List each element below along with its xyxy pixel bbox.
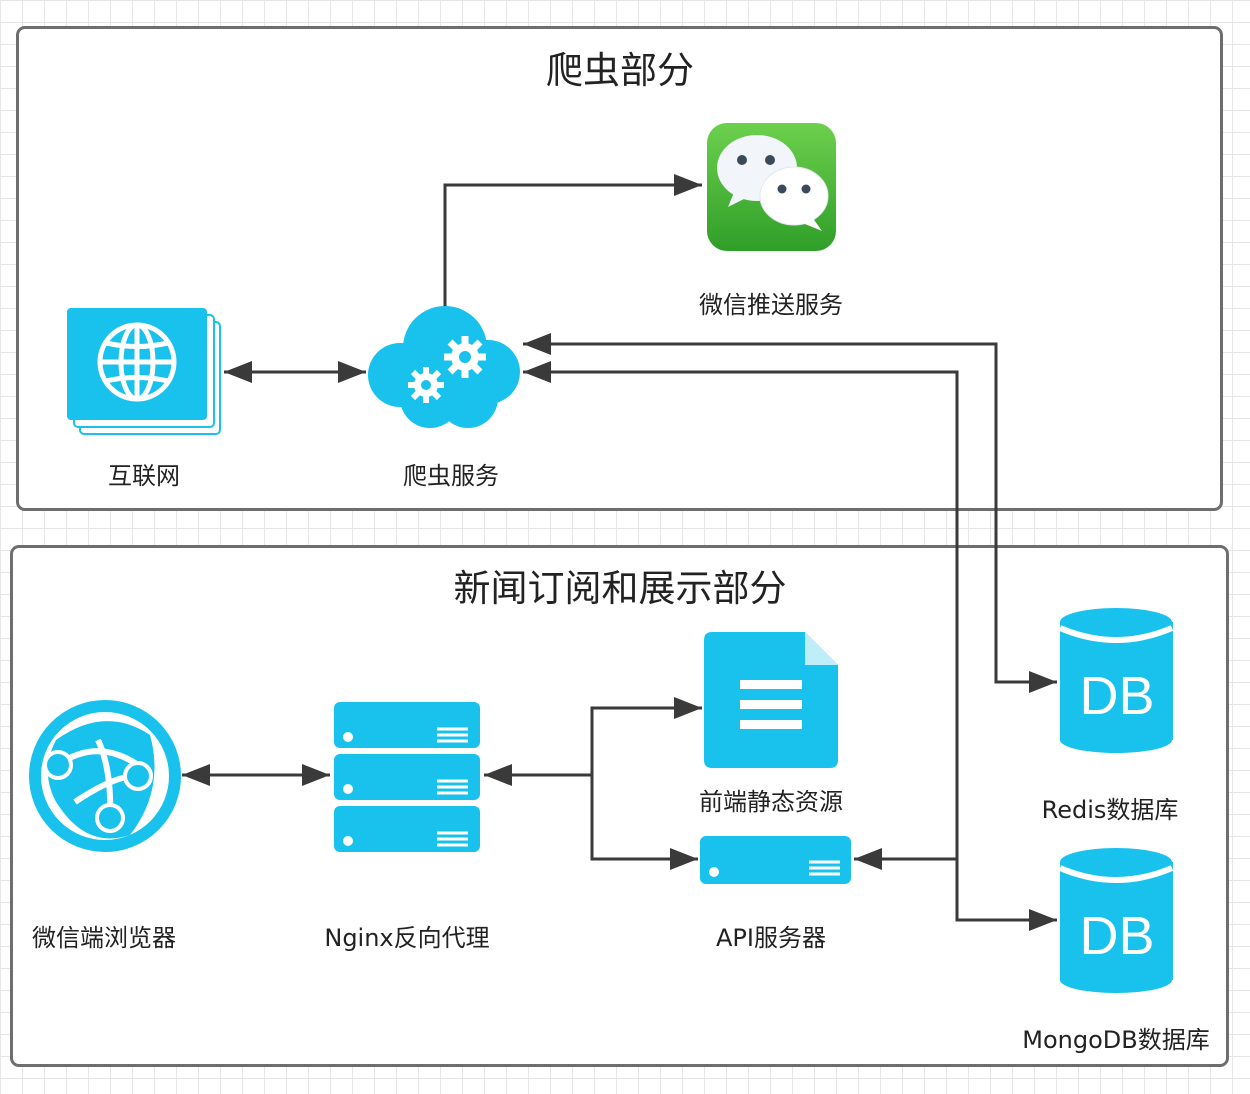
nginx-label: Nginx反向代理 <box>324 924 490 952</box>
api-server-label: API服务器 <box>716 924 826 952</box>
mongodb-db-text: DB <box>1079 906 1154 966</box>
wechat-icon <box>707 123 836 251</box>
connector-branch-static <box>590 697 702 859</box>
news-group-title: 新闻订阅和展示部分 <box>453 567 787 610</box>
document-icon <box>704 632 838 768</box>
crawler-service-icon <box>368 306 520 428</box>
mongodb-database-icon: DB <box>1058 848 1174 993</box>
internet-icon <box>67 308 221 435</box>
nginx-server-stack-icon <box>334 702 480 852</box>
wechat-browser-label: 微信端浏览器 <box>32 924 176 952</box>
crawler-service-label: 爬虫服务 <box>403 462 499 490</box>
browser-globe-icon <box>29 700 181 852</box>
redis-db-text: DB <box>1079 666 1154 726</box>
redis-label: Redis数据库 <box>1041 796 1179 824</box>
mongodb-label: MongoDB数据库 <box>1022 1026 1210 1054</box>
gear-icon <box>408 367 444 403</box>
redis-database-icon: DB <box>1058 608 1174 753</box>
static-assets-label: 前端静态资源 <box>699 788 843 816</box>
crawler-group-title: 爬虫部分 <box>546 49 694 92</box>
connector-branch-api <box>590 775 698 870</box>
connector-crawler-wechat <box>443 174 702 308</box>
api-server-icon <box>700 836 851 884</box>
internet-label: 互联网 <box>108 462 180 490</box>
gear-icon <box>444 336 486 378</box>
wechat-push-label: 微信推送服务 <box>699 291 843 319</box>
connector-redis-crawler <box>523 333 1057 693</box>
connector-mongodb-crawler <box>523 361 1057 931</box>
